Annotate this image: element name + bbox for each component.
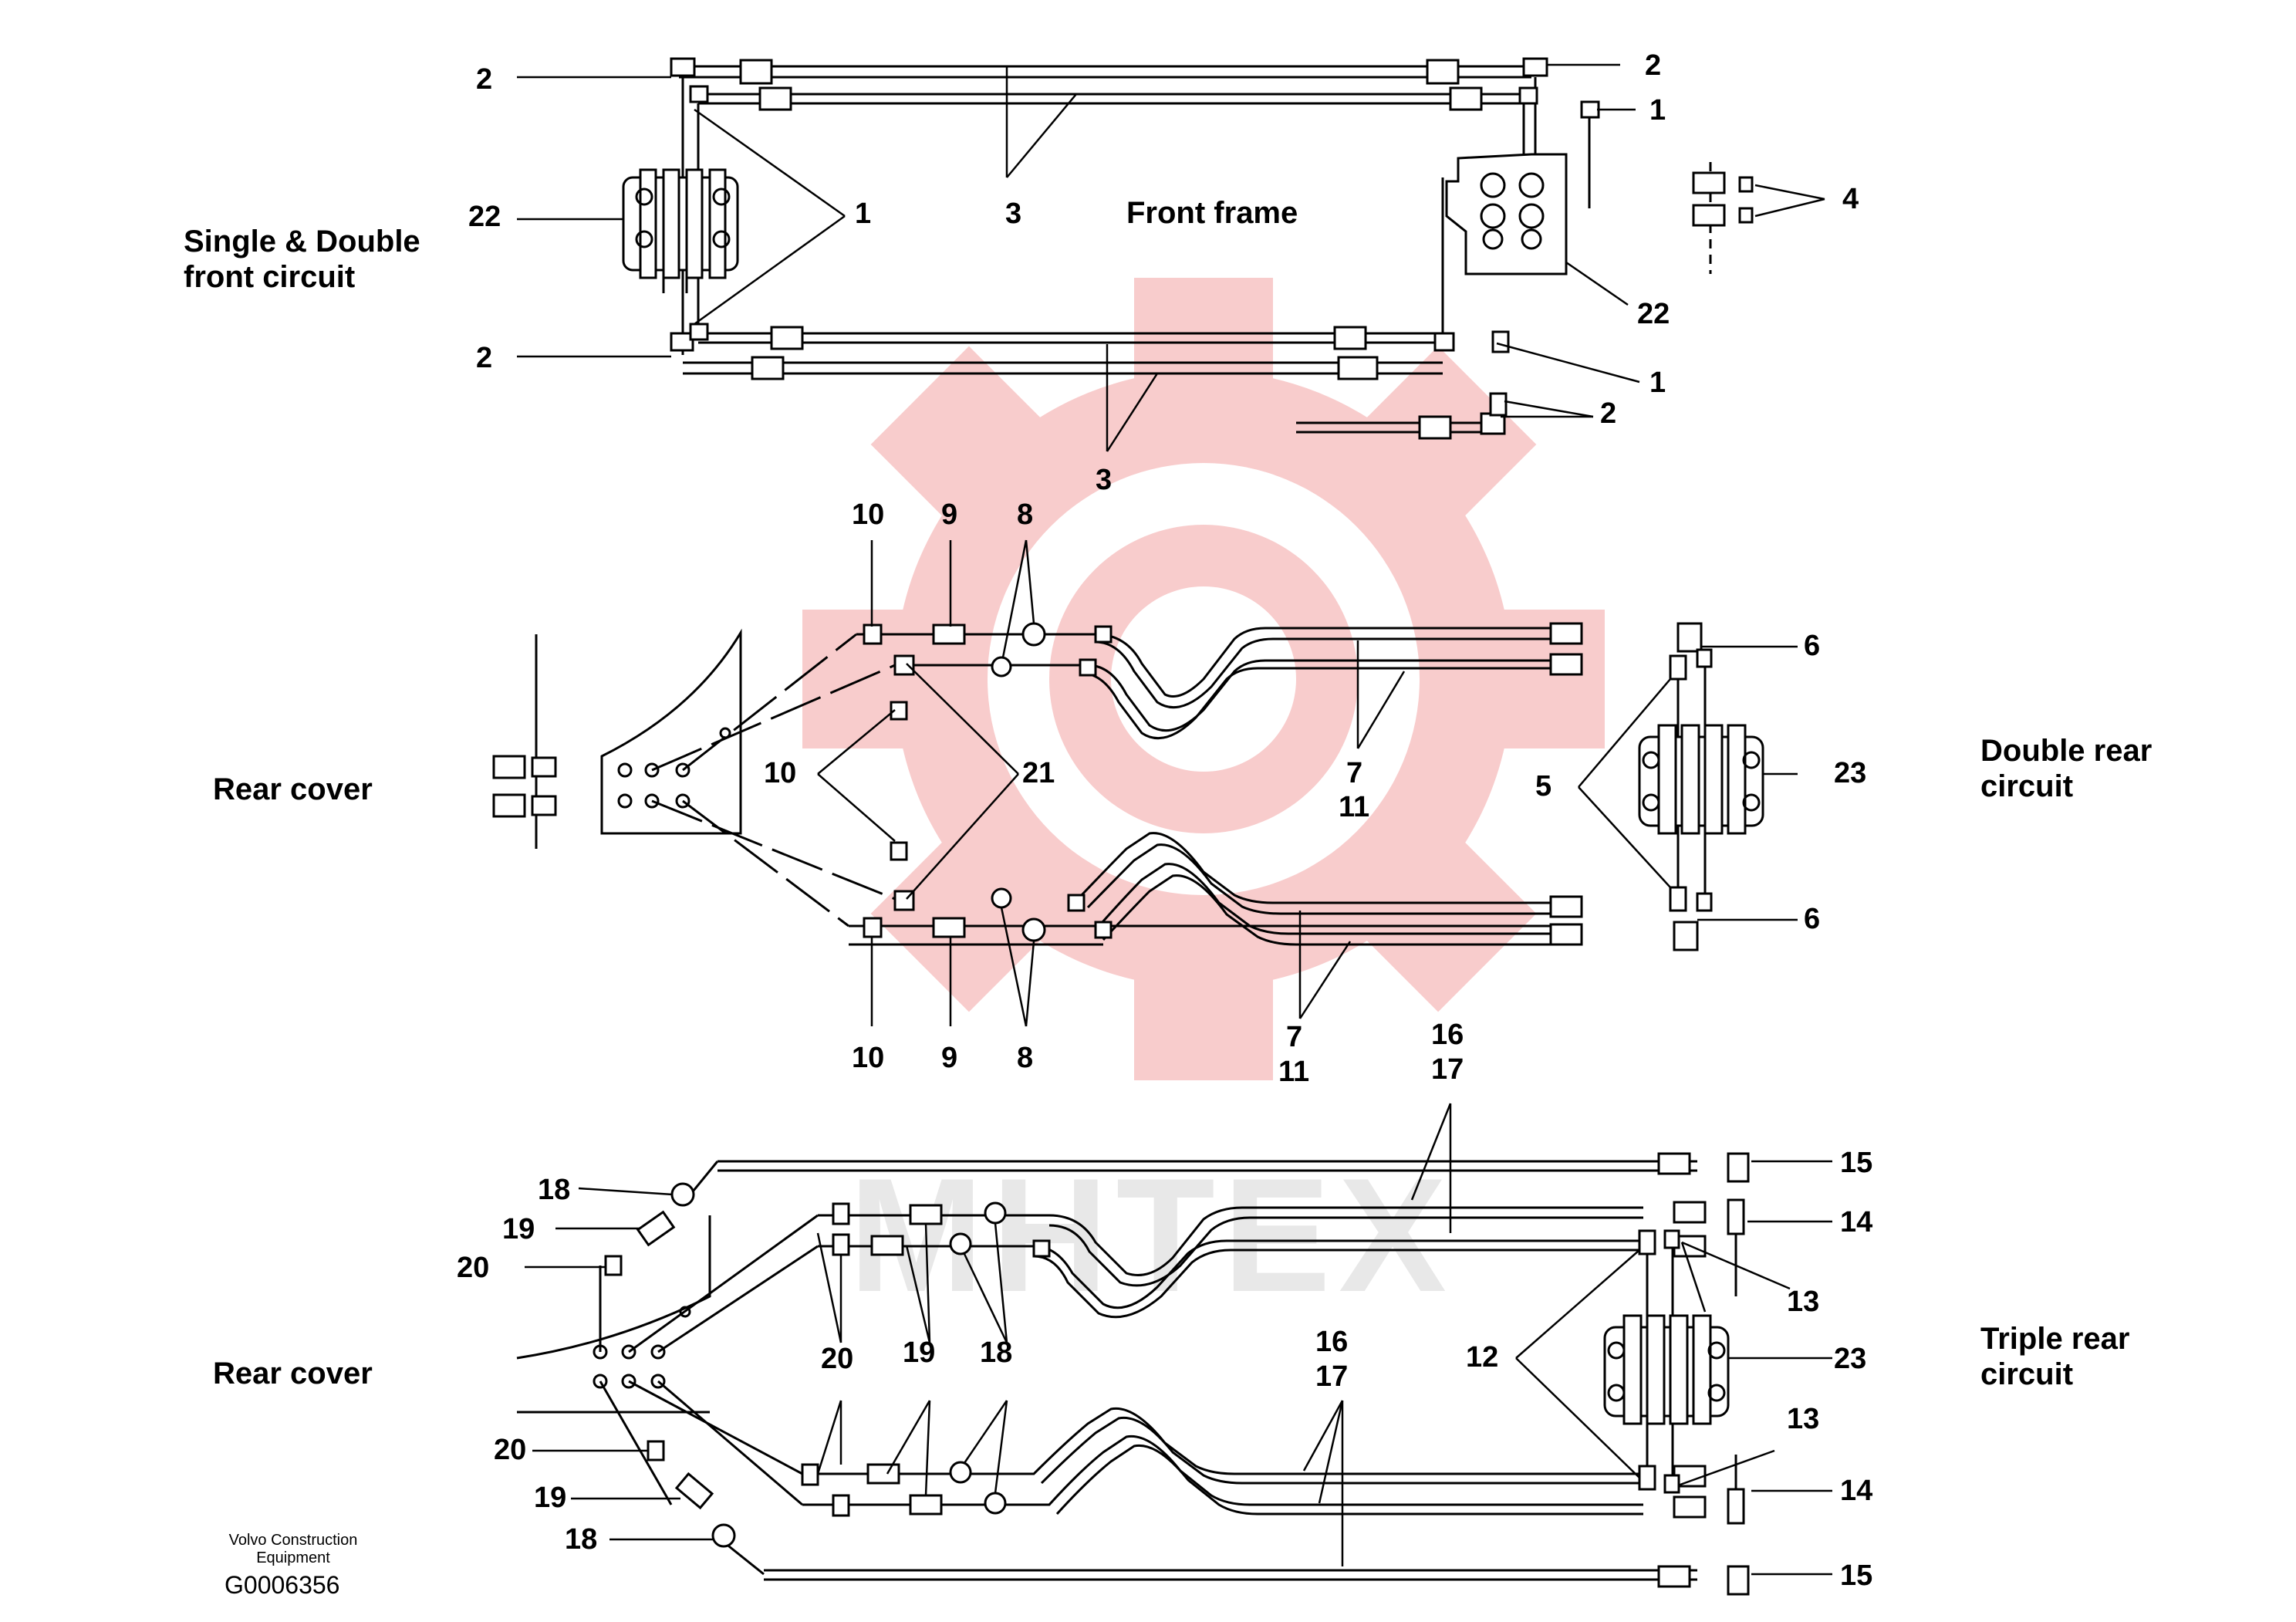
callout-mid-11-top: 11 (1339, 791, 1370, 823)
callout-low-15-top: 15 (1840, 1147, 1873, 1179)
callout-low-15-bottom: 15 (1840, 1559, 1873, 1592)
callout-low-16-mid: 16 (1315, 1326, 1349, 1358)
middle-leaders (817, 539, 1798, 1027)
callout-front-22-left: 22 (468, 201, 501, 233)
lower-leaders (525, 1103, 1832, 1576)
callout-low-13-top: 13 (1787, 1286, 1820, 1318)
callout-low-19-top: 19 (502, 1213, 535, 1245)
callout-front-1-topright: 1 (1649, 94, 1666, 127)
callout-low-17-mid: 17 (1315, 1360, 1349, 1393)
callout-front-2-bottomright: 2 (1600, 397, 1617, 430)
callout-front-3-top: 3 (1005, 198, 1022, 230)
callout-low-13-bottom: 13 (1787, 1403, 1820, 1435)
callout-front-22-right: 22 (1637, 298, 1670, 330)
drawing-code: G0006356 (225, 1571, 340, 1599)
triple-rear-title-line1: Triple rear (1980, 1322, 2130, 1356)
callout-front-4: 4 (1842, 183, 1859, 215)
front-circuit-title-line2: front circuit (184, 260, 356, 294)
callout-mid-7-bottom: 7 (1286, 1021, 1303, 1053)
double-rear-hoses (492, 622, 1764, 951)
callout-front-2-topleft: 2 (476, 63, 493, 96)
callout-low-16-top: 16 (1431, 1019, 1464, 1051)
callout-mid-5: 5 (1535, 770, 1552, 803)
callout-front-2-topright: 2 (1645, 49, 1662, 82)
callout-low-18-mid: 18 (980, 1336, 1013, 1369)
rear-cover-title-2: Rear cover (213, 1357, 373, 1391)
triple-rear-title: Triple rear circuit (1980, 1321, 2129, 1392)
double-rear-title-line2: circuit (1980, 769, 2074, 803)
front-circuit-title: Single & Double front circuit (184, 224, 420, 295)
callout-low-12: 12 (1466, 1341, 1499, 1374)
callout-mid-8-bottom: 8 (1017, 1042, 1034, 1074)
callout-low-19-bottom: 19 (534, 1482, 567, 1514)
company-name-line1: Volvo Construction (228, 1532, 358, 1549)
callout-mid-21: 21 (1022, 757, 1055, 789)
callout-mid-9-top: 9 (941, 498, 958, 531)
callout-low-14-top: 14 (1840, 1206, 1873, 1238)
callout-front-1-bottomright: 1 (1649, 367, 1666, 399)
callout-low-23: 23 (1834, 1343, 1867, 1375)
callout-low-20-mid: 20 (821, 1343, 854, 1375)
triple-rear-title-line2: circuit (1980, 1357, 2074, 1391)
triple-rear-hoses (516, 1152, 1750, 1596)
callout-mid-10-bottom: 10 (852, 1042, 885, 1074)
rear-cover-title-1: Rear cover (213, 772, 373, 806)
callout-front-2-bottomleft: 2 (476, 342, 493, 374)
callout-front-3-bottom: 3 (1096, 464, 1113, 496)
callout-mid-9-bottom: 9 (941, 1042, 958, 1074)
callout-mid-23: 23 (1834, 757, 1867, 789)
double-rear-title-line1: Double rear (1980, 734, 2152, 768)
callout-mid-8-top: 8 (1017, 498, 1034, 531)
callout-low-20-top: 20 (457, 1252, 490, 1284)
front-circuit-title-line1: Single & Double (184, 225, 420, 259)
callout-front-1-left: 1 (855, 198, 872, 230)
callout-mid-7-top: 7 (1346, 757, 1363, 789)
callout-low-14-bottom: 14 (1840, 1475, 1873, 1507)
callout-mid-10-top: 10 (852, 498, 885, 531)
callout-mid-6-top: 6 (1804, 630, 1821, 662)
double-rear-title: Double rear circuit (1980, 733, 2152, 804)
rear-valve-23 (1638, 724, 1764, 835)
callout-low-18-top: 18 (538, 1174, 571, 1206)
callout-mid-6-bottom: 6 (1804, 903, 1821, 935)
callout-low-17-top: 17 (1431, 1053, 1464, 1086)
callout-mid-10-left: 10 (764, 757, 797, 789)
company-name-line2: Equipment (256, 1549, 330, 1566)
rear-valve-23-lower (1603, 1314, 1730, 1425)
callout-low-18-bottom: 18 (565, 1523, 598, 1556)
front-leaders (517, 63, 1825, 452)
front-frame-title: Front frame (1126, 196, 1298, 230)
front-frame-hoses (622, 57, 1754, 440)
company-name: Volvo Construction Equipment (216, 1532, 370, 1567)
callout-mid-11-bottom: 11 (1278, 1056, 1310, 1088)
callout-low-19-mid: 19 (903, 1336, 936, 1369)
left-control-valve (622, 168, 739, 293)
callout-low-20-bottom: 20 (494, 1434, 527, 1466)
